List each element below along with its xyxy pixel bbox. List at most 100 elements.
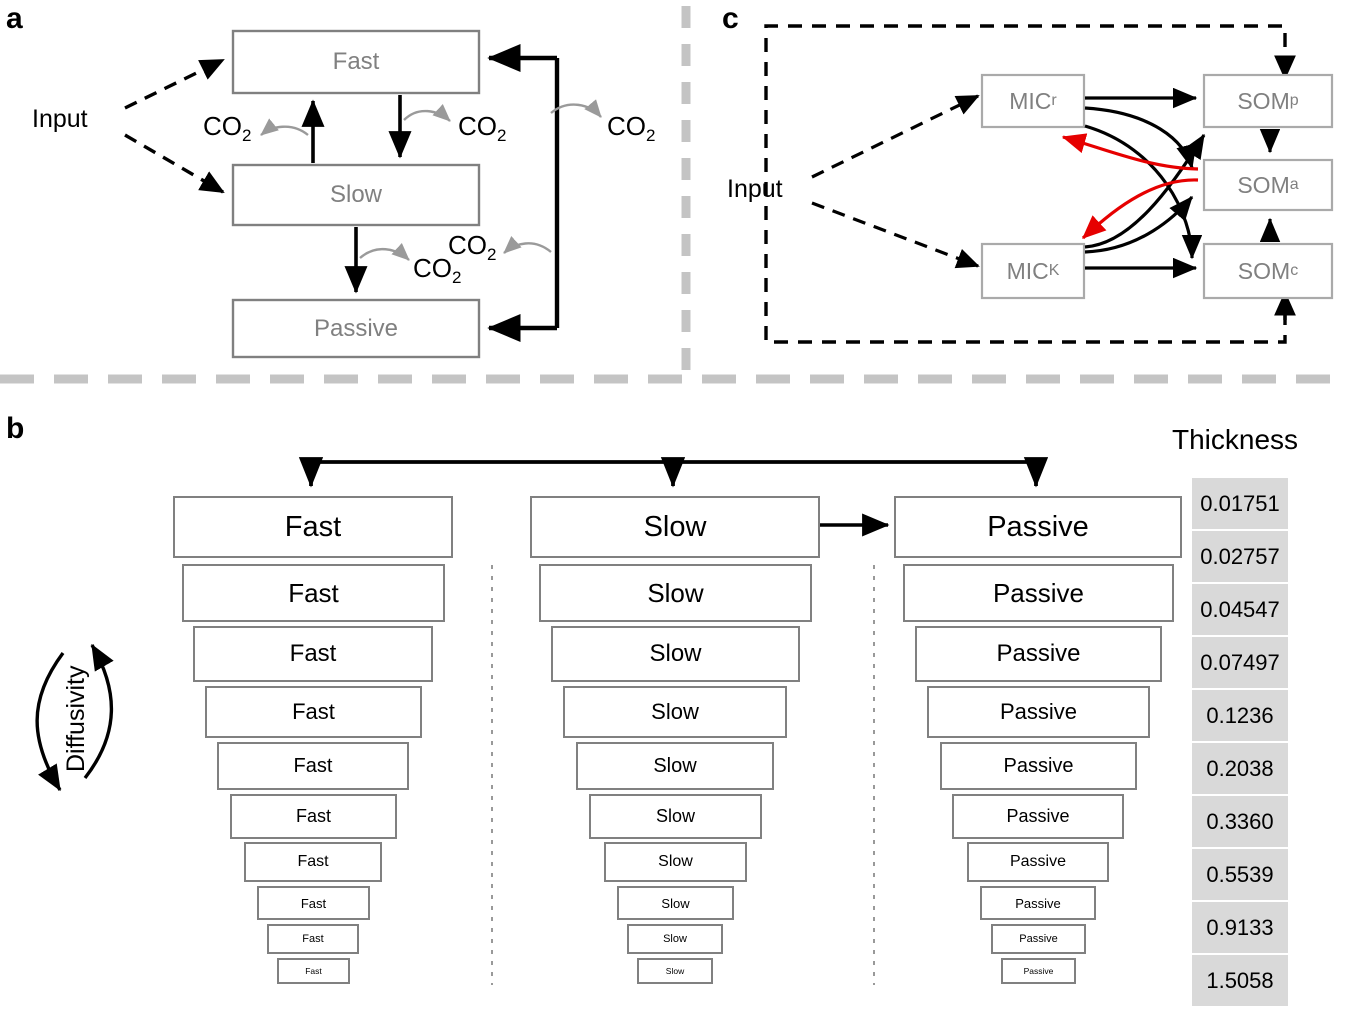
panel-label-c: c: [722, 2, 739, 35]
layer-label-text: Fast: [292, 699, 335, 724]
co2-subscript: 2: [452, 268, 462, 288]
panel-b-passive-layer-2: Passive: [903, 564, 1174, 622]
layer-label-text: Fast: [288, 577, 339, 608]
panel-c-input-label: Input: [727, 175, 783, 203]
layer-label-text: Fast: [305, 966, 322, 976]
layer-label-text: Slow: [643, 510, 707, 543]
panel-b-thickness-title: Thickness: [1172, 424, 1299, 455]
thickness-cell-5: 0.1236: [1192, 690, 1288, 741]
panel-c-box-soma: [1202, 158, 1334, 212]
thickness-cell-3: 0.04547: [1192, 584, 1288, 635]
panel-b-fast-layer-3: Fast: [193, 626, 433, 682]
pool-subscript: a: [1289, 176, 1299, 193]
pool-subscript: p: [1289, 92, 1299, 109]
panel-a-co2-label-5: CO2: [448, 232, 496, 263]
panel-a-co2-arrow-fast-down: [403, 103, 451, 122]
layer-label-text: Slow: [663, 933, 687, 945]
layer-label-text: Passive: [1019, 933, 1058, 945]
thickness-value-text: 1.5058: [1206, 967, 1274, 993]
layer-label-text: Slow: [665, 966, 685, 976]
thickness-value-text: 0.04547: [1200, 596, 1280, 622]
panel-c-red-arrow-to-mick: [1081, 178, 1199, 240]
panel-b-slow-layer-9: Slow: [627, 924, 723, 954]
thickness-cell-4: 0.07497: [1192, 637, 1288, 688]
thickness-value-text: 0.9133: [1206, 914, 1274, 940]
panel-b-fast-layer-5: Fast: [217, 742, 409, 790]
panel-b-passive-layer-9: Passive: [991, 924, 1086, 954]
co2-subscript: 2: [497, 126, 507, 146]
panel-b-slow-layer-10: Slow: [637, 958, 713, 984]
layer-label-text: Passive: [1023, 966, 1054, 976]
panel-b-passive-layer-7: Passive: [967, 842, 1109, 882]
panel-a-co2-label-4: CO2: [413, 255, 461, 286]
panel-a-box-passive: [231, 298, 481, 359]
panel-a-co2-arrow-slow-up: [260, 118, 309, 136]
thickness-cell-10: 1.5058: [1192, 955, 1288, 1006]
panel-b-diffusivity-arc-left: [35, 651, 65, 792]
panel-b-passive-layer-8: Passive: [980, 886, 1096, 920]
layer-label-text: Fast: [300, 895, 327, 911]
thickness-value-text: 0.3360: [1206, 808, 1274, 834]
thickness-value-text: 0.07497: [1200, 649, 1280, 675]
layer-label-text: Passive: [999, 699, 1078, 724]
panel-b-passive-layer-5: Passive: [940, 742, 1137, 790]
panel-b-slow-layer-1: Slow: [530, 496, 820, 558]
panel-b-diffusivity-arc-right: [83, 643, 114, 780]
panel-c-box-somp: [1202, 73, 1334, 129]
panel-c-box-mick: [980, 242, 1086, 300]
layer-label-text: Fast: [302, 933, 324, 945]
co2-text: CO: [607, 111, 646, 141]
layer-label-text: Slow: [658, 853, 693, 870]
panel-a-co2-label-1: CO2: [203, 113, 251, 144]
panel-b-fast-layer-7: Fast: [244, 842, 382, 882]
layer-label-text: Fast: [289, 640, 337, 667]
panel-b-passive-layer-4: Passive: [927, 686, 1150, 738]
co2-text: CO: [203, 111, 242, 141]
pool-base-text: SOM: [1237, 171, 1290, 198]
layer-label-text: Fast: [284, 510, 342, 543]
co2-text: CO: [448, 230, 487, 260]
panel-b-slow-layer-7: Slow: [604, 842, 747, 882]
layer-label-text: Passive: [1015, 895, 1061, 911]
panel-b-fast-layer-9: Fast: [267, 924, 359, 954]
pool-subscript: K: [1048, 262, 1060, 279]
layer-label-text: Passive: [987, 510, 1089, 543]
thickness-cell-7: 0.3360: [1192, 796, 1288, 847]
panel-b-slow-layer-5: Slow: [576, 742, 774, 790]
layer-label-text: Passive: [1003, 754, 1074, 777]
co2-subscript: 2: [646, 126, 656, 146]
layer-label-text: Passive: [992, 577, 1085, 608]
panel-b-fast-layer-1: Fast: [173, 496, 453, 558]
layer-label-text: Passive: [1006, 806, 1070, 826]
panel-label-a: a: [6, 2, 23, 35]
panel-label-b: b: [6, 412, 25, 445]
panel-b-slow-layer-6: Slow: [589, 794, 762, 839]
panel-a-input-arrow-slow: [124, 133, 225, 194]
panel-b-diffusivity-label: Diffusivity: [62, 665, 90, 772]
layer-label-text: Fast: [293, 754, 333, 777]
panel-b-fast-layer-8: Fast: [257, 886, 370, 920]
panel-b-fast-layer-4: Fast: [205, 686, 422, 738]
panel-c-box-somc: [1202, 242, 1334, 300]
layer-label-text: Slow: [651, 699, 699, 724]
panel-a-co2-arrow-passive-loop: [503, 236, 552, 254]
panel-c-red-arrow-to-micr: [1061, 133, 1199, 171]
thickness-value-text: 0.02757: [1200, 543, 1280, 569]
layer-label-text: Passive: [1009, 853, 1067, 870]
panel-b-slow-layer-3: Slow: [551, 626, 800, 682]
panel-b-slow-layer-4: Slow: [563, 686, 787, 738]
panel-b-fast-layer-10: Fast: [277, 958, 350, 984]
layer-label-text: Fast: [297, 853, 329, 870]
panel-b-passive-layer-1: Passive: [894, 496, 1182, 558]
layer-label-text: Slow: [655, 806, 695, 826]
thickness-cell-6: 0.2038: [1192, 743, 1288, 794]
panel-b-passive-layer-3: Passive: [915, 626, 1162, 682]
panel-a-co2-arrow-right: [550, 99, 602, 118]
pool-base-text: MIC: [1006, 257, 1049, 284]
panel-b-passive-layer-10: Passive: [1001, 958, 1076, 984]
panel-c-diagram: [764, 24, 1334, 344]
